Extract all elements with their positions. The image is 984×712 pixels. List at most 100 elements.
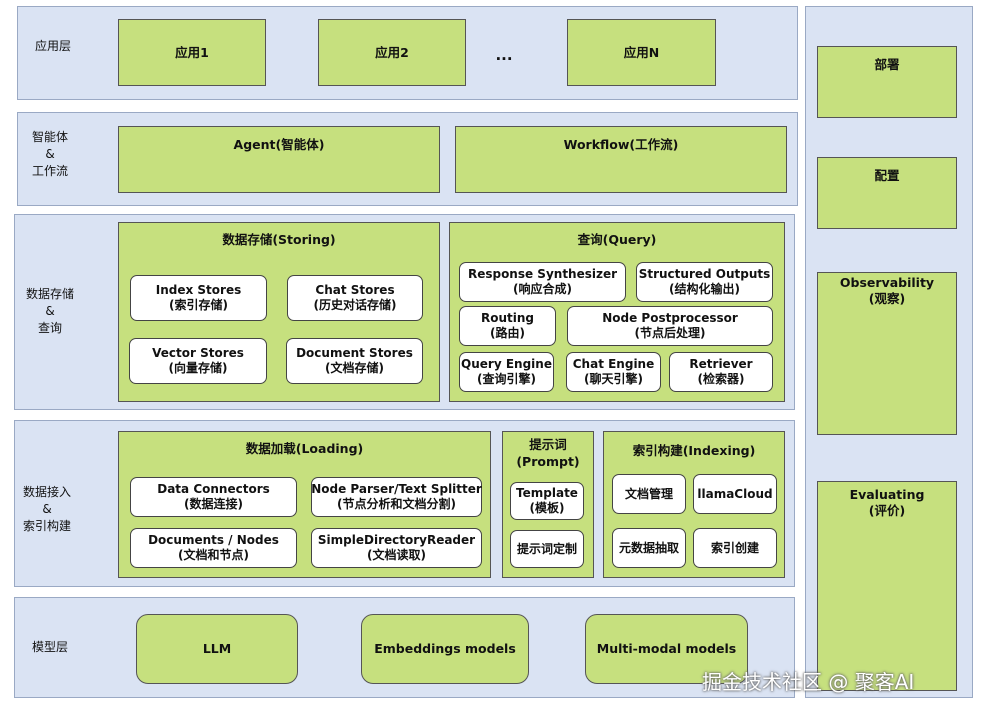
multimodal-models-label: Multi-modal models (596, 641, 737, 656)
ingestion-layer-label: 数据接入 & 索引构建 (14, 476, 80, 542)
agent-layer-label-line3: 工作流 (31, 163, 68, 178)
routing-box: Routing (路由) (459, 306, 556, 346)
app-ellipsis-text: ... (495, 46, 513, 64)
doc-management-label: 文档管理 (624, 486, 673, 501)
observability-label: Observability (839, 275, 935, 290)
routing-label: Routing (480, 311, 534, 325)
document-stores-box: Document Stores (文档存储) (286, 338, 423, 384)
prompt-title-line1: 提示词 (529, 437, 567, 452)
query-title: 查询(Query) (577, 232, 657, 247)
simple-directory-reader-box: SimpleDirectoryReader (文档读取) (311, 528, 482, 568)
prompt-custom-label: 提示词定制 (516, 541, 577, 556)
index-stores-box: Index Stores (索引存储) (130, 275, 267, 321)
ingestion-layer-label-line3: 索引构建 (22, 518, 71, 533)
index-creation-label: 索引创建 (710, 540, 759, 555)
chat-engine-box: Chat Engine (聊天引擎) (566, 352, 661, 392)
simple-directory-reader-sub: (文档读取) (367, 548, 426, 562)
workflow-label: Workflow(工作流) (563, 137, 679, 152)
agent-layer-label-line1: 智能体 (31, 129, 68, 144)
model-layer-label: 模型层 (14, 635, 86, 659)
observability-sub: (观察) (868, 291, 906, 306)
structured-outputs-label: Structured Outputs (638, 267, 771, 281)
loading-title: 数据加载(Loading) (245, 441, 364, 456)
storage-layer-label: 数据存储 & 查询 (14, 278, 86, 344)
node-parser-sub: (节点分析和文档分割) (337, 497, 456, 511)
template-label: Template (516, 486, 578, 500)
retriever-box: Retriever (检索器) (669, 352, 773, 392)
app-n-box: 应用N (567, 19, 716, 86)
chat-engine-label: Chat Engine (572, 357, 655, 371)
template-sub: (模板) (529, 501, 565, 515)
agent-layer-label: 智能体 & 工作流 (17, 118, 83, 190)
evaluating-label: Evaluating (849, 487, 925, 502)
query-engine-sub: (查询引擎) (477, 372, 536, 386)
data-connectors-label: Data Connectors (157, 482, 270, 496)
metadata-extraction-box: 元数据抽取 (612, 528, 686, 568)
deploy-box: 部署 (817, 46, 957, 118)
evaluating-box: Evaluating (评价) (817, 481, 957, 691)
evaluating-sub: (评价) (868, 503, 906, 518)
structured-outputs-box: Structured Outputs (结构化输出) (636, 262, 773, 302)
chat-engine-sub: (聊天引擎) (584, 372, 643, 386)
document-stores-label: Document Stores (296, 346, 413, 360)
documents-nodes-sub: (文档和节点) (178, 548, 249, 562)
template-box: Template (模板) (510, 482, 584, 520)
index-stores-label: Index Stores (155, 283, 242, 297)
app-ellipsis: ... (482, 45, 526, 65)
watermark: 掘金技术社区 @ 聚客AI (702, 670, 915, 694)
index-creation-box: 索引创建 (693, 528, 777, 568)
observability-box: Observability (观察) (817, 272, 957, 435)
app-1-box: 应用1 (118, 19, 266, 86)
structured-outputs-sub: (结构化输出) (669, 282, 740, 296)
prompt-custom-box: 提示词定制 (510, 530, 584, 568)
chat-stores-box: Chat Stores (历史对话存储) (287, 275, 423, 321)
model-layer-label-text: 模型层 (31, 639, 68, 654)
multimodal-models-box: Multi-modal models (585, 614, 748, 684)
doc-management-box: 文档管理 (612, 474, 686, 514)
workflow-box: Workflow(工作流) (455, 126, 787, 193)
embeddings-models-label: Embeddings models (374, 641, 516, 656)
app-layer-label: 应用层 (17, 6, 89, 86)
query-engine-label: Query Engine (461, 357, 552, 371)
app-2-label: 应用2 (375, 44, 409, 60)
chat-stores-label: Chat Stores (315, 283, 395, 297)
retriever-sub: (检索器) (697, 372, 745, 386)
retriever-label: Retriever (689, 357, 753, 371)
agent-label: Agent(智能体) (233, 137, 325, 152)
data-connectors-sub: (数据连接) (184, 497, 243, 511)
metadata-extraction-label: 元数据抽取 (618, 540, 679, 555)
config-label: 配置 (874, 168, 900, 183)
storage-layer-label-line1: 数据存储 (25, 286, 74, 301)
ingestion-layer-label-line2: & (42, 501, 52, 516)
app-n-label: 应用N (623, 44, 660, 60)
llm-box: LLM (136, 614, 298, 684)
response-synthesizer-box: Response Synthesizer (响应合成) (459, 262, 626, 302)
app-2-box: 应用2 (318, 19, 466, 86)
app-layer-label-text: 应用层 (34, 38, 71, 53)
index-stores-sub: (索引存储) (169, 298, 228, 312)
response-synthesizer-label: Response Synthesizer (467, 267, 618, 281)
storing-title: 数据存储(Storing) (222, 232, 336, 247)
embeddings-models-box: Embeddings models (361, 614, 529, 684)
vector-stores-box: Vector Stores (向量存储) (129, 338, 267, 384)
node-parser-label: Node Parser/Text Splitter (311, 482, 482, 496)
prompt-title-line2: (Prompt) (516, 454, 580, 469)
documents-nodes-label: Documents / Nodes (148, 533, 279, 547)
storage-layer-label-line2: & (45, 303, 55, 318)
vector-stores-label: Vector Stores (152, 346, 244, 360)
deploy-label: 部署 (874, 57, 900, 72)
node-postprocessor-sub: (节点后处理) (634, 326, 706, 340)
llamacloud-label: llamaCloud (697, 486, 773, 501)
app-1-label: 应用1 (175, 44, 209, 60)
storage-layer-label-line3: 查询 (37, 320, 62, 335)
agent-box: Agent(智能体) (118, 126, 440, 193)
response-synthesizer-sub: (响应合成) (513, 282, 572, 296)
node-postprocessor-label: Node Postprocessor (602, 311, 738, 325)
vector-stores-sub: (向量存储) (168, 361, 228, 375)
node-parser-box: Node Parser/Text Splitter (节点分析和文档分割) (311, 477, 482, 517)
document-stores-sub: (文档存储) (325, 361, 384, 375)
llamacloud-box: llamaCloud (693, 474, 777, 514)
simple-directory-reader-label: SimpleDirectoryReader (317, 533, 476, 547)
config-box: 配置 (817, 157, 957, 229)
ingestion-layer-label-line1: 数据接入 (22, 484, 71, 499)
